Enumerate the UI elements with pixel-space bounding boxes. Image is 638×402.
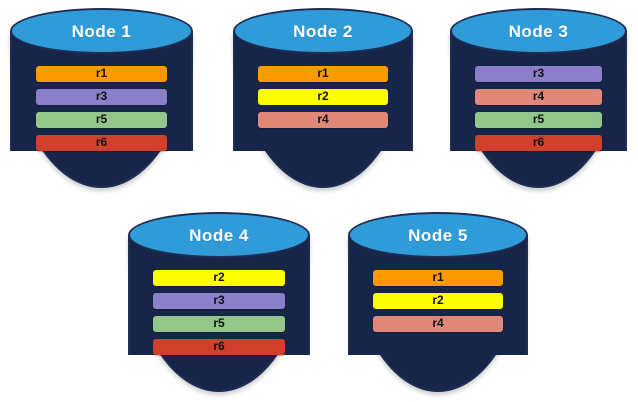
replica-label: r2 (317, 89, 329, 103)
replica-bar-r5[interactable]: r5 (35, 112, 168, 128)
replica-bar-r6[interactable]: r6 (474, 135, 603, 151)
node-5-cylinder-top: Node 5 (348, 212, 528, 258)
node-2-cylinder-top: Node 2 (233, 8, 413, 54)
node-3-replica-list: r3 r4 r5 r6 (450, 66, 627, 151)
replica-bar-r4[interactable]: r4 (474, 89, 603, 105)
replica-bar-r3[interactable]: r3 (35, 89, 168, 105)
replica-bar-r2[interactable]: r2 (373, 293, 503, 309)
node-3-title: Node 3 (508, 22, 569, 41)
replica-label: r1 (95, 66, 108, 80)
replica-label: r3 (213, 293, 225, 307)
replica-label: r4 (317, 112, 329, 126)
replica-bar-r6[interactable]: r6 (153, 339, 285, 355)
replica-label: r2 (213, 270, 225, 284)
node-1-replica-list: r1 r3 r5 r6 (10, 66, 193, 151)
replica-bar-r3[interactable]: r3 (153, 293, 285, 309)
replica-label: r6 (213, 339, 225, 353)
replica-label: r6 (95, 135, 108, 149)
replica-bar-r1[interactable]: r1 (258, 66, 388, 82)
node-4-cylinder-top: Node 4 (128, 212, 310, 258)
replica-bar-r1[interactable]: r1 (373, 270, 503, 286)
replica-bar-r5[interactable]: r5 (153, 316, 285, 332)
replica-bar-r5[interactable]: r5 (474, 112, 603, 128)
node-1[interactable]: Node 1 r1 r3 r5 r6 (10, 8, 193, 188)
replica-label: r6 (532, 135, 545, 149)
replica-bar-r2[interactable]: r2 (153, 270, 285, 286)
replica-label: r2 (432, 293, 444, 307)
node-3[interactable]: Node 3 r3 r4 r5 r6 (450, 8, 627, 188)
node-1-title: Node 1 (71, 22, 132, 41)
replica-label: r4 (532, 89, 545, 103)
node-4[interactable]: Node 4 r2 r3 r5 r6 (128, 212, 310, 392)
node-5-title: Node 5 (408, 226, 468, 245)
node-5[interactable]: Node 5 r1 r2 r4 (348, 212, 528, 392)
node-5-replica-list: r1 r2 r4 (348, 270, 528, 332)
replica-bar-r4[interactable]: r4 (373, 316, 503, 332)
replica-label: r5 (532, 112, 545, 126)
node-1-cylinder-top: Node 1 (10, 8, 193, 54)
replica-label: r5 (95, 112, 108, 126)
replica-label: r1 (432, 270, 444, 284)
replica-label: r3 (95, 89, 108, 103)
replica-bar-r3[interactable]: r3 (474, 66, 603, 82)
replica-label: r4 (432, 316, 444, 330)
node-2-title: Node 2 (293, 22, 353, 41)
replica-label: r1 (317, 66, 329, 80)
node-3-cylinder-top: Node 3 (450, 8, 627, 54)
node-4-title: Node 4 (189, 226, 249, 245)
node-2[interactable]: Node 2 r1 r2 r4 (233, 8, 413, 188)
replica-bar-r2[interactable]: r2 (258, 89, 388, 105)
replica-label: r5 (213, 316, 225, 330)
replica-bar-r1[interactable]: r1 (35, 66, 168, 82)
node-2-replica-list: r1 r2 r4 (233, 66, 413, 128)
replica-bar-r4[interactable]: r4 (258, 112, 388, 128)
replica-label: r3 (532, 66, 545, 80)
replica-bar-r6[interactable]: r6 (35, 135, 168, 151)
node-4-replica-list: r2 r3 r5 r6 (128, 270, 310, 355)
